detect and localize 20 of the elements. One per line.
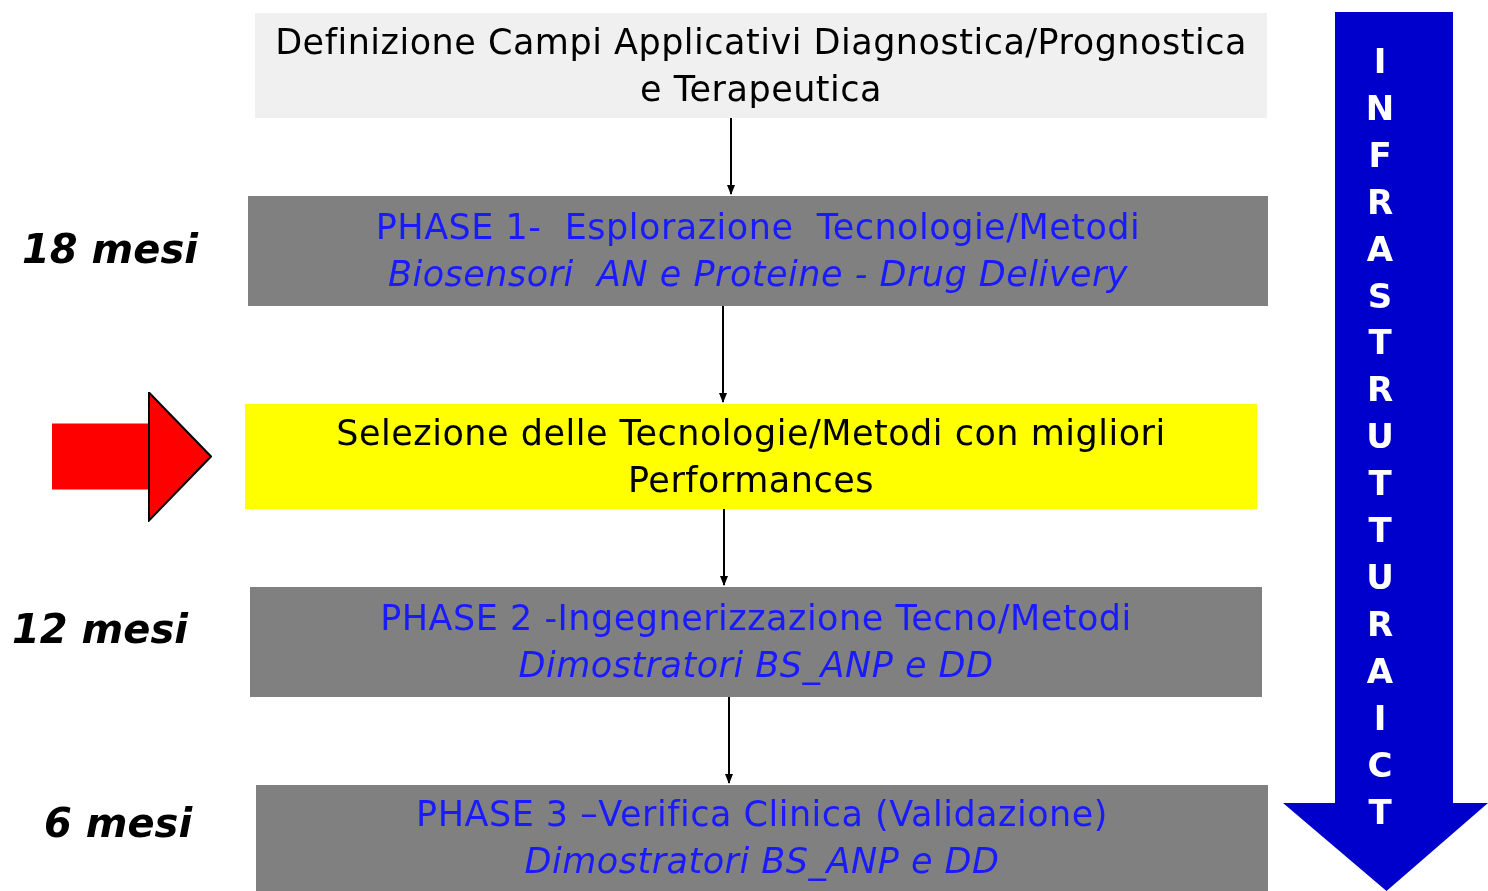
box-title: Definizione Campi Applicativi Diagnostica/Prognostica e Terapeutica <box>274 20 1248 111</box>
block-arrow <box>52 391 212 522</box>
arrow <box>725 696 733 784</box>
box-title: Selezione delle Tecnologie/Metodi con migliori Performances <box>335 411 1167 502</box>
box-subtitle: Dimostratori BS_ANP e DD <box>523 840 1001 883</box>
box-subtitle: Biosensori AN e Proteine - Drug Delivery <box>386 253 1130 296</box>
box-title: PHASE 1- Esplorazione Tecnologie/Metodi <box>374 206 1142 249</box>
duration-label: 6 mesi <box>44 800 193 846</box>
box-subtitle: Dimostratori BS_ANP e DD <box>517 644 995 687</box>
arrow <box>720 508 728 586</box>
process-box <box>255 13 1267 118</box>
duration-label: 18 mesi <box>22 226 198 272</box>
box-title: PHASE 2 -Ingegnerizzazione Tecno/Metodi <box>379 597 1133 640</box>
arrow <box>727 117 735 195</box>
arrow <box>719 305 727 403</box>
duration-label: 12 mesi <box>12 606 188 652</box>
process-box <box>245 404 1257 509</box>
box-title: PHASE 3 –Verifica Clinica (Validazione) <box>415 793 1109 836</box>
vertical-label: INFRASTRUTTURA ICT <box>1364 40 1396 834</box>
vertical-arrow-band <box>1283 12 1488 891</box>
